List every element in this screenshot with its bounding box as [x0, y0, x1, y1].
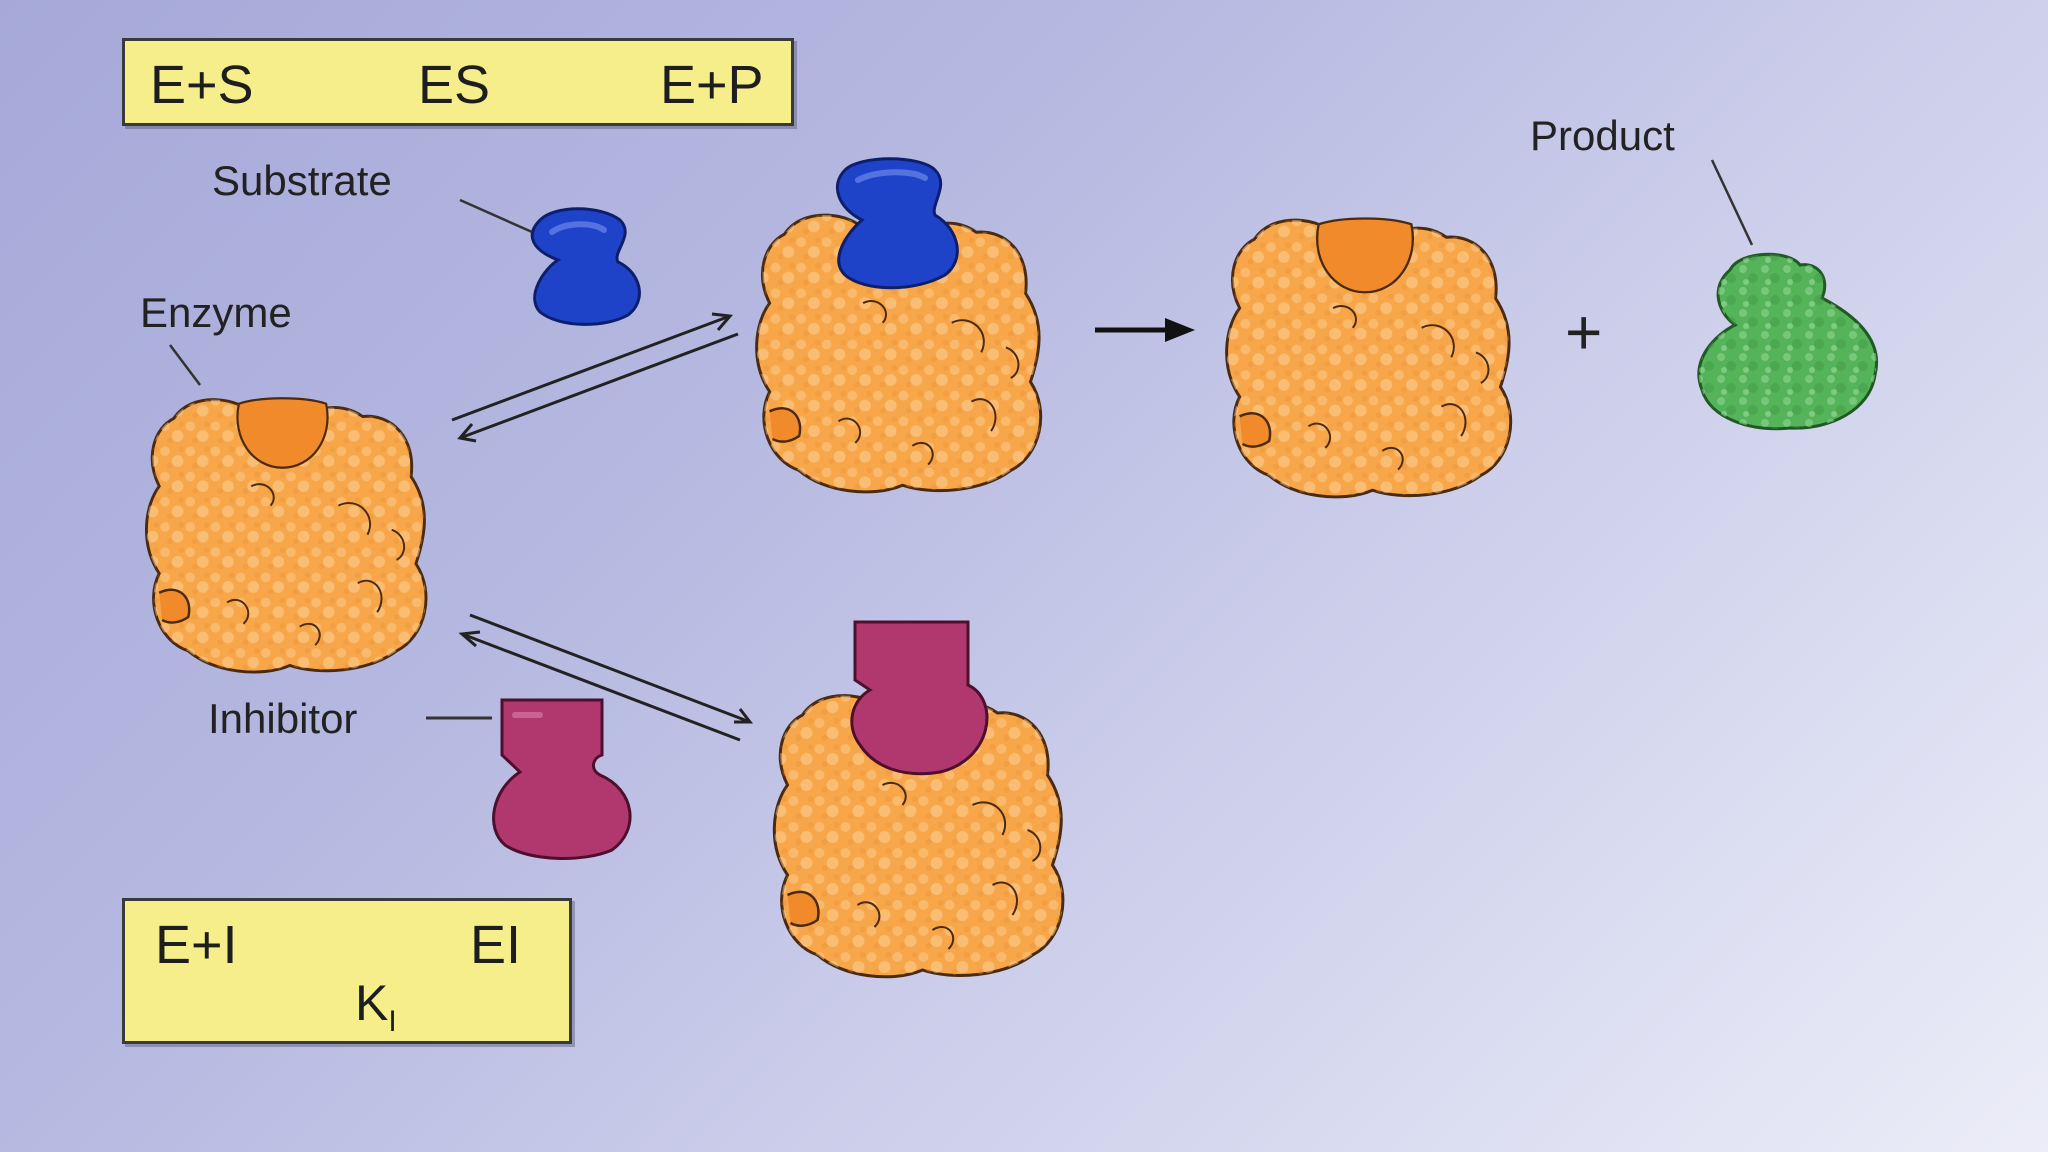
inhibitor-molecule — [492, 698, 632, 860]
equation-catalysis-middle: ES — [418, 55, 491, 115]
enzyme-label: Enzyme — [140, 289, 292, 336]
equation-box-inhibition — [122, 898, 572, 1044]
substrate-leader-line — [459, 198, 533, 234]
substrate-molecule — [530, 207, 641, 326]
product-label: Product — [1530, 112, 1675, 159]
equation-catalysis-left: E+S — [150, 55, 254, 115]
bound-inhibitor — [850, 620, 989, 776]
enzyme-substrate-complex — [755, 157, 1043, 494]
reaction-arrow — [1095, 318, 1195, 342]
dissociation-constant-subscript: I — [388, 1005, 397, 1038]
inhibitor-label: Inhibitor — [208, 695, 358, 742]
dissociation-constant-letter: K — [355, 975, 389, 1031]
product-molecule — [1697, 252, 1879, 431]
plus-sign: + — [1565, 296, 1603, 368]
equation-inhibition-left: E+I — [155, 915, 238, 975]
equilibrium-arrow-inhibitor — [458, 613, 754, 742]
enzyme-inhibitor-complex — [772, 620, 1065, 979]
equation-box-catalysis — [122, 38, 794, 126]
enzyme-released — [1225, 216, 1513, 499]
substrate-label: Substrate — [212, 157, 392, 204]
equation-catalysis-right: E+P — [660, 55, 764, 115]
equilibrium-arrow-substrate — [451, 312, 739, 443]
enzyme-leader-line — [169, 344, 201, 386]
enzyme-free — [144, 396, 428, 674]
product-leader-line — [1710, 159, 1754, 246]
dissociation-constant: KI — [355, 978, 397, 1037]
equation-inhibition-right: EI — [470, 915, 522, 975]
bound-substrate — [835, 157, 959, 290]
